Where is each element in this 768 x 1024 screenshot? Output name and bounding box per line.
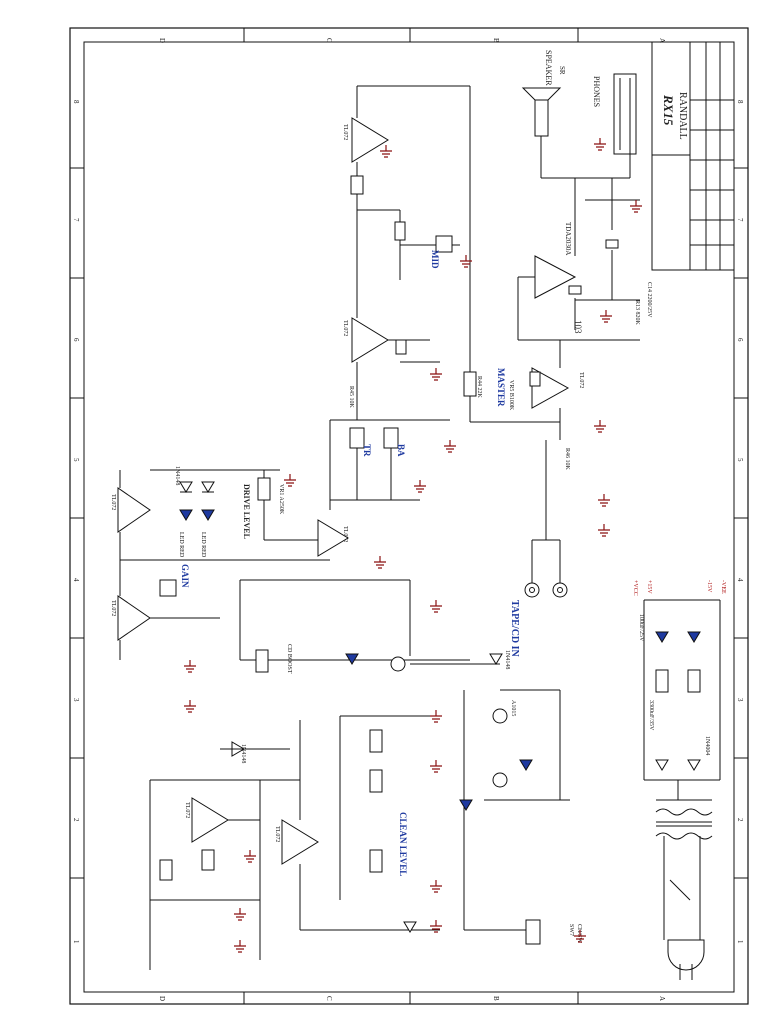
- drive-section: [117, 469, 330, 561]
- master-section: [463, 86, 570, 440]
- border-number-left-1: 1: [72, 940, 80, 944]
- border-number-left-7: 7: [72, 218, 80, 222]
- opamp-label-3: TL072: [110, 494, 116, 510]
- switch-section: [459, 689, 570, 945]
- opamp-label-2: TL072: [342, 320, 348, 336]
- c103-label: 103: [573, 320, 583, 334]
- ground-symbols: [184, 138, 642, 953]
- cd-boost-section: [239, 579, 503, 673]
- power-supply: [643, 599, 721, 980]
- diode-label-1: 1N4148: [174, 466, 180, 485]
- opamp-label-8: TL072: [578, 372, 584, 388]
- title-block: RX15 RANDALL: [651, 41, 735, 271]
- r46-label: R46 10K: [564, 448, 570, 471]
- border-number-right-1: 1: [736, 940, 744, 944]
- border-number-right-2: 2: [736, 818, 744, 822]
- treble-label: TR: [362, 444, 372, 457]
- border-letter-top-a: A: [658, 38, 666, 43]
- speaker-symbol: [521, 87, 562, 160]
- cap-3300uf-label: 3300uF/35V: [648, 700, 654, 731]
- border-letter-top-c: C: [325, 38, 333, 43]
- bass-label: BA: [396, 444, 406, 457]
- r13-label: R13 820K: [634, 300, 640, 326]
- r44-label: R44 22K: [476, 376, 482, 399]
- cap-100uf-label: 100uF/25V: [638, 614, 644, 642]
- opamp-clean: [281, 715, 440, 933]
- p15v-label: +15V: [646, 580, 652, 594]
- c14-label: C14 2200/25V: [646, 282, 652, 318]
- opamp-eq-middle: [351, 290, 440, 420]
- tape-cd-in-label: TAPE/CD IN: [509, 600, 520, 658]
- mid-label: MID: [430, 250, 440, 269]
- speaker-ref: SR: [558, 66, 566, 75]
- border-letter-bottom-a: A: [658, 996, 666, 1001]
- opamp-label-7: TL072: [342, 526, 348, 542]
- diode-label-3: 1N4148: [504, 650, 510, 669]
- border-number-left-4: 4: [72, 578, 80, 582]
- title-brand: RANDALL: [677, 92, 688, 140]
- border-number-right-7: 7: [736, 218, 744, 222]
- diode-label-2: 1N4148: [240, 744, 246, 763]
- phones-jack: [613, 73, 637, 155]
- border-number-right-4: 4: [736, 578, 744, 582]
- border-letter-bottom-d: D: [158, 996, 166, 1001]
- border-ticks: [70, 28, 748, 1004]
- inner-frame: [83, 41, 735, 993]
- switch-label: SW7: [568, 924, 574, 936]
- opamp-label-6: TL072: [274, 826, 280, 842]
- border-number-left-8: 8: [72, 100, 80, 104]
- led-red-label-2: LED RED: [200, 532, 206, 558]
- opamp-label-1: TL072: [342, 124, 348, 140]
- border-letter-bottom-b: B: [492, 996, 500, 1001]
- power-amp-label: TDA2030A: [564, 222, 572, 255]
- tone-stack: [329, 419, 450, 510]
- opamp-eq-upper: [350, 86, 460, 290]
- power-amp-section: [517, 150, 640, 341]
- opamp-label-4: TL072: [110, 600, 116, 616]
- vr1-label: VR1 A250K: [278, 484, 284, 515]
- border-letter-top-b: B: [492, 38, 500, 43]
- opamp-label-5: TL072: [184, 802, 190, 818]
- speaker-label: SPEAKER: [544, 50, 553, 86]
- gain-label: GAIN: [180, 564, 190, 588]
- drive-leds: [179, 481, 215, 521]
- border-number-left-6: 6: [72, 338, 80, 342]
- border-letter-bottom-c: C: [325, 996, 333, 1001]
- switch-desc: CH/SW: [576, 924, 582, 943]
- border-number-right-5: 5: [736, 458, 744, 462]
- vr5-label: VR5 B100K: [508, 380, 514, 411]
- border-number-left-2: 2: [72, 818, 80, 822]
- led-red-label-1: LED RED: [178, 532, 184, 558]
- diode-1n4004-label: 1N4004: [704, 736, 710, 755]
- border-letter-top-d: D: [158, 38, 166, 43]
- opamp-lower-left: [149, 741, 300, 970]
- border-number-right-8: 8: [736, 100, 744, 104]
- phones-label: PHONES: [592, 76, 601, 107]
- drive-level-label: DRIVE LEVEL: [242, 484, 251, 539]
- title-model: RX15: [661, 94, 676, 126]
- clean-level-label: CLEAN LEVEL: [398, 812, 408, 876]
- border-number-right-6: 6: [736, 338, 744, 342]
- border-number-left-5: 5: [72, 458, 80, 462]
- tape-cd-jacks: [524, 440, 568, 598]
- vee-label: -VEE: [720, 580, 726, 594]
- outer-frame: [69, 27, 749, 1005]
- gain-section: [117, 560, 220, 660]
- master-label: MASTER: [496, 368, 506, 407]
- border-number-left-3: 3: [72, 698, 80, 702]
- cd-boost-label: CD BOOST: [286, 644, 292, 674]
- opamp-symbol-7: [317, 519, 349, 557]
- r45-label: R45 10K: [348, 386, 354, 409]
- vcc-label: +VCC: [632, 580, 638, 596]
- m15v-label: -15V: [706, 580, 712, 593]
- border-number-right-3: 3: [736, 698, 744, 702]
- transistor-label: A1015: [510, 700, 516, 716]
